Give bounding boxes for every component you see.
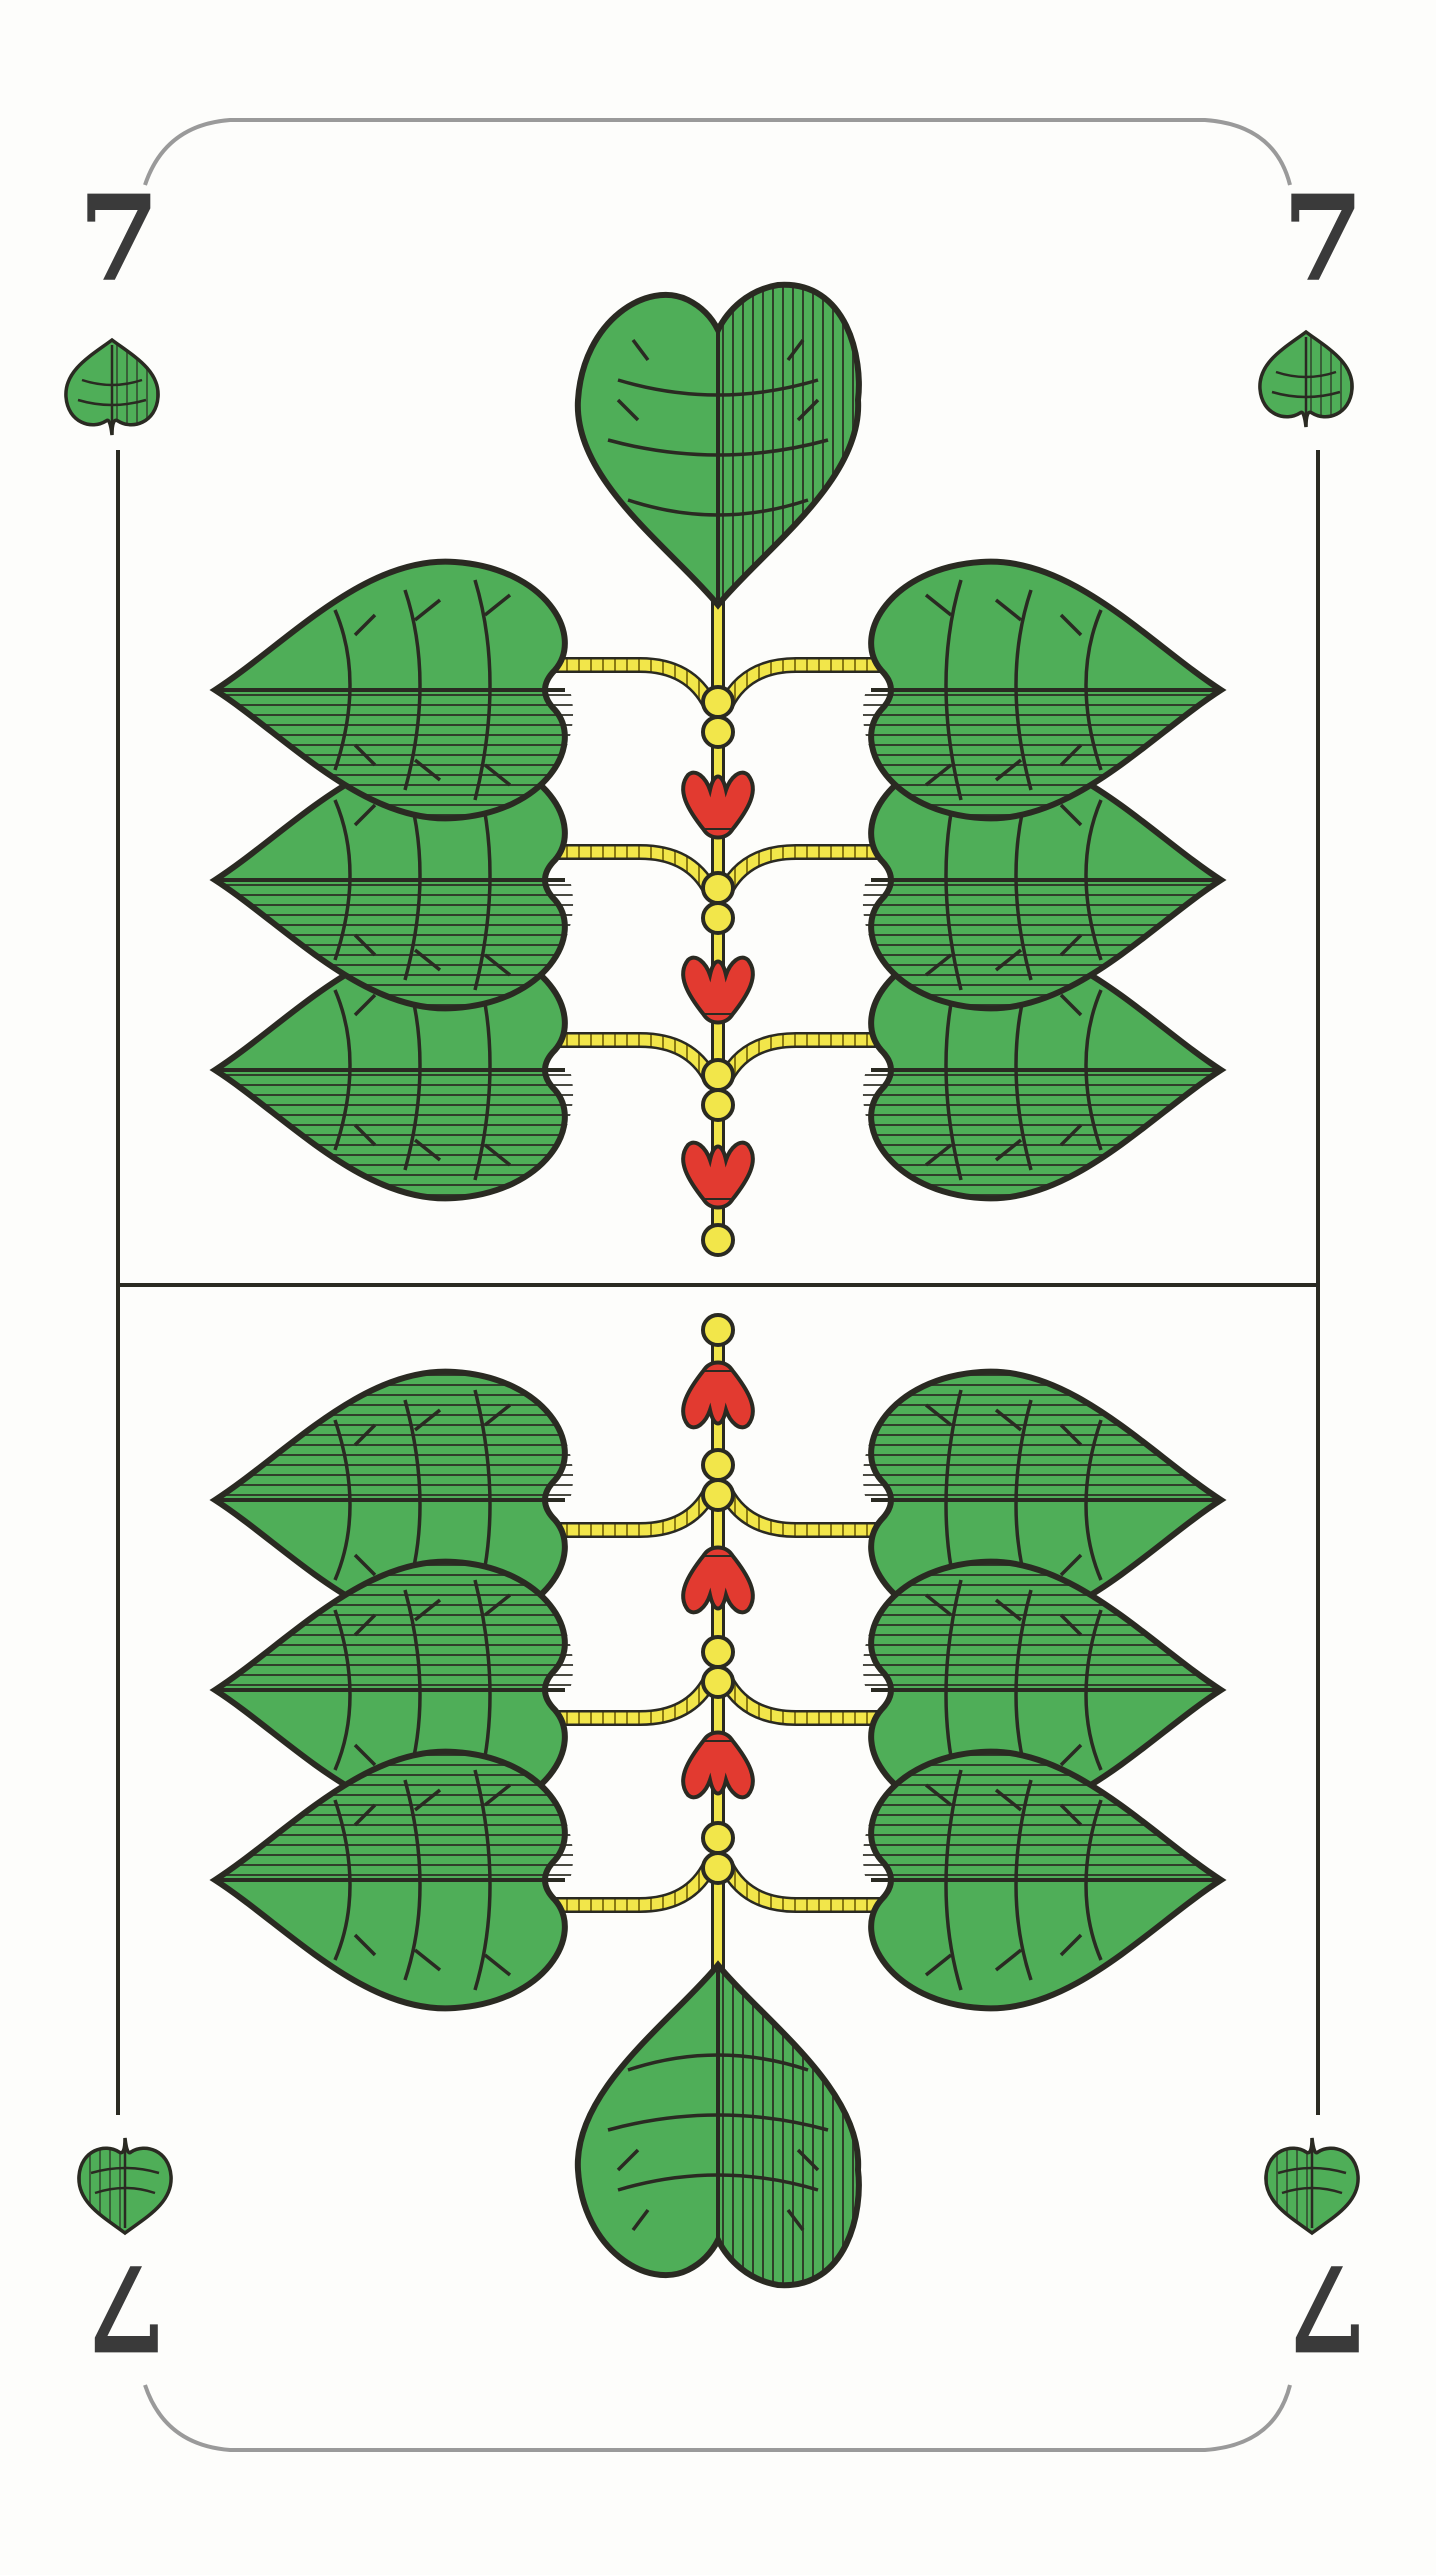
upper-leaf-motif [215,285,1221,1255]
lower-leaf-motif [215,1315,1221,2285]
rank-top-right: 7 [1282,169,1365,308]
leaf-icon [64,338,160,437]
rank-bottom-right: 7 [1286,2238,1369,2377]
leaf-icon [1258,330,1354,429]
rank-top-left: 7 [78,169,161,308]
leaf-icon [1264,2136,1360,2235]
rank-bottom-left: 7 [85,2238,168,2377]
leaf-icon [77,2136,173,2235]
card-frame [116,118,1320,2452]
